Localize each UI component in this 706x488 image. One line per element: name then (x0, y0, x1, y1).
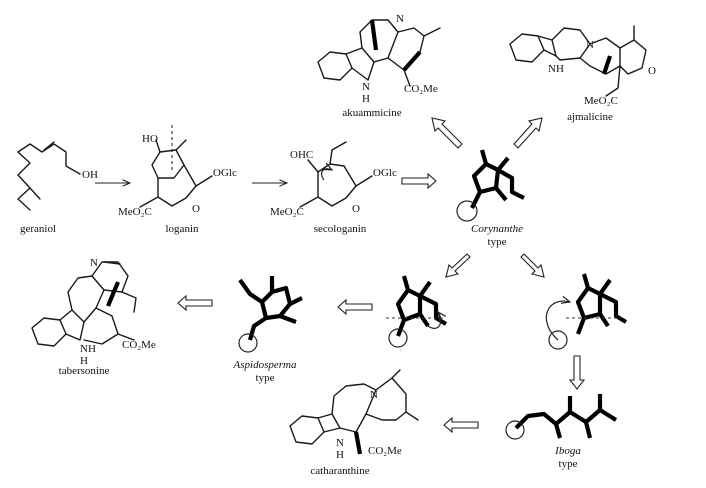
open-arrow-to-aspidosperma (337, 298, 373, 316)
ajmalicine-n: N (586, 39, 594, 51)
geraniol-label: geraniol (20, 223, 56, 235)
cleavage-skeleton-left (386, 275, 448, 348)
tabersonine-structure: N NH H CO₂Me (31, 257, 156, 367)
loganin-label: loganin (166, 223, 199, 235)
catharanthine-n: N (370, 389, 378, 401)
akuammicine-co2me: CO₂Me (404, 83, 438, 95)
iboga-skeleton (505, 394, 618, 440)
open-arrow-to-iboga (568, 355, 586, 390)
meo2c-label: MeO₂C (118, 206, 152, 218)
oh-label: OH (82, 169, 98, 181)
meo2c-label-2: MeO₂C (270, 206, 304, 218)
oglc-label: OGlc (213, 167, 237, 179)
ajmalicine-structure: N NH O MeO₂C (509, 25, 656, 107)
akuammicine-structure: N N H CO₂Me (317, 13, 441, 105)
secologanin-structure: OHC OGlc O MeO₂C (270, 141, 397, 218)
open-arrow-to-cleavage-1 (445, 253, 471, 278)
ho-label: HO (142, 133, 158, 145)
loganin-structure: HO OGlc O MeO₂C (118, 125, 237, 218)
aspidosperma-label: Aspidosperma (233, 359, 297, 371)
catharanthine-co2me: CO₂Me (368, 445, 402, 457)
open-arrow-to-cleavage-2 (520, 253, 545, 278)
corynanthe-type-word: type (488, 236, 507, 248)
ring-o-label-2: O (352, 203, 360, 215)
ring-o-label: O (192, 203, 200, 215)
catharanthine-n2: N (336, 437, 344, 449)
corynanthe-skeleton (456, 149, 525, 222)
tabersonine-nh: NH (80, 343, 96, 355)
akuammicine-h: H (362, 93, 370, 105)
open-arrow-to-corynanthe (401, 172, 437, 190)
akuammicine-n2: N (362, 81, 370, 93)
open-arrow-to-ajmalicine (513, 117, 543, 149)
ajmalicine-meo2c: MeO₂C (584, 95, 618, 107)
iboga-label: Iboga (554, 445, 581, 457)
corynanthe-label: Corynanthe (471, 223, 523, 235)
catharanthine-structure: N N H CO₂Me (289, 369, 419, 461)
iboga-type-word: type (559, 458, 578, 470)
tabersonine-label: tabersonine (59, 365, 110, 377)
open-arrow-to-catharanthine (443, 416, 479, 434)
akuammicine-n: N (396, 13, 404, 25)
open-arrow-to-akuammicine (431, 117, 463, 149)
ajmalicine-o: O (648, 65, 656, 77)
aspidosperma-type-word: type (256, 372, 275, 384)
cleavage-skeleton-right (545, 273, 628, 350)
tabersonine-h: H (80, 355, 88, 367)
akuammicine-label: akuammicine (342, 107, 401, 119)
aspidosperma-skeleton (238, 276, 303, 353)
oglc-label-2: OGlc (373, 167, 397, 179)
geraniol-structure: OH (17, 141, 98, 211)
tabersonine-n: N (90, 257, 98, 269)
open-arrow-to-tabersonine (177, 294, 213, 312)
catharanthine-h: H (336, 449, 344, 461)
ajmalicine-nh: NH (548, 63, 564, 75)
secologanin-label: secologanin (314, 223, 367, 235)
ajmalicine-label: ajmalicine (567, 111, 613, 123)
ohc-label: OHC (290, 149, 313, 161)
tabersonine-co2me: CO₂Me (122, 339, 156, 351)
catharanthine-label: catharanthine (310, 465, 369, 477)
